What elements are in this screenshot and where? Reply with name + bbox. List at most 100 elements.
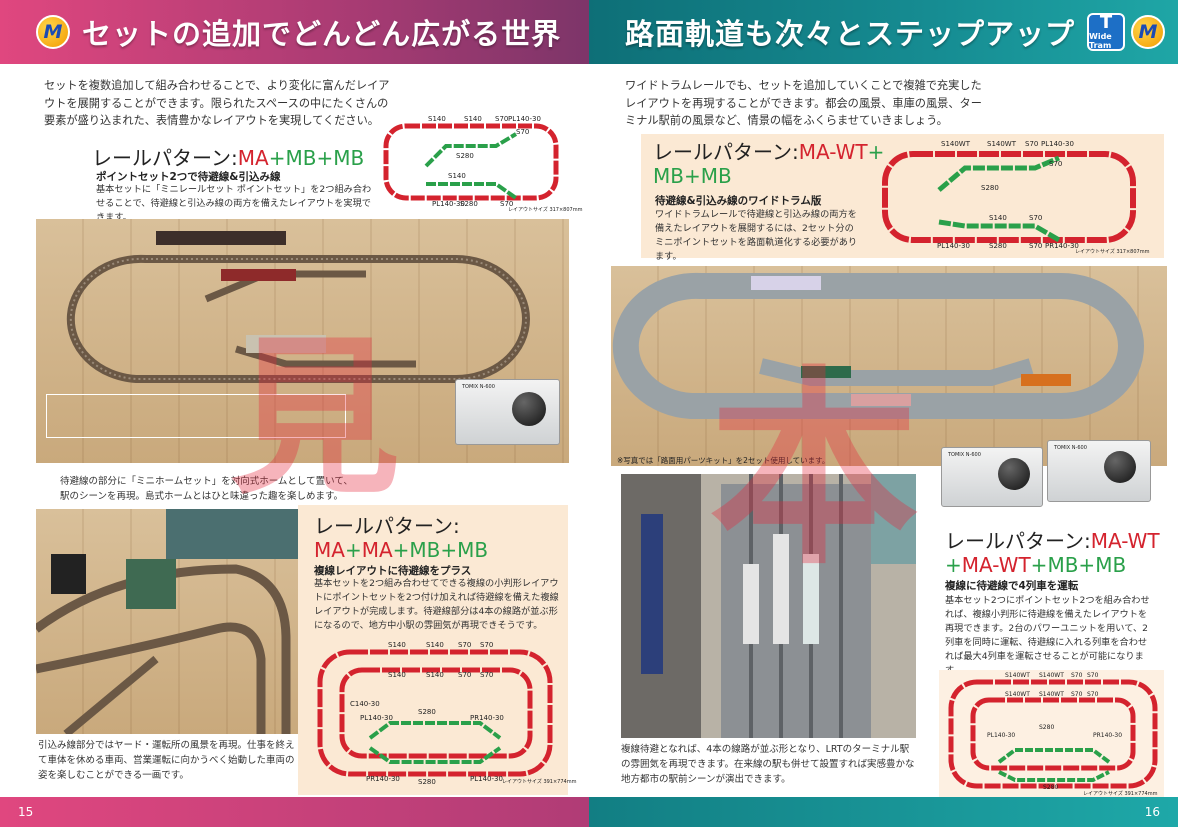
left-diagram2: S140 S140 S70 S70 S140 S140 S70 S70 C140…	[310, 638, 576, 788]
diagram-label: PL140-30	[987, 732, 1016, 739]
right-pattern1-body: ワイドトラムレールで待避線と引込み線の両方を備えたレイアウトを展開するには、2セ…	[655, 209, 858, 262]
diagram-label: S140	[989, 214, 1007, 222]
diagram-label: S140WT	[1005, 691, 1030, 698]
diagram-label: PR140-30	[1045, 242, 1079, 250]
controller-brand: TOMIX N-600	[1054, 445, 1087, 451]
diagram-size: レイアウトサイズ 317×807mm	[1075, 249, 1150, 255]
right-photo1: ※写真では「路面用パーツキット」を2セット使用しています。	[611, 266, 1167, 466]
left-footer: 15	[0, 797, 589, 827]
diagram-label: S70	[458, 671, 472, 679]
left-intro-text: セットを複数追加して組み合わせることで、より変化に富んだレイアウトを展開すること…	[44, 79, 390, 127]
left-photo2-track-svg	[36, 509, 298, 734]
right-footer: 16	[589, 797, 1178, 827]
diagram-label: PL140-30	[360, 714, 393, 722]
diagram-label: S70	[516, 128, 530, 136]
right-header-title: 路面軌道も次々とステップアップ	[625, 17, 1076, 51]
diagram-label: S280	[456, 152, 474, 160]
diagram-label: S70	[480, 671, 494, 679]
diagram-label: PL140-30	[1041, 140, 1074, 148]
left-photo2-caption: 引込み線部分ではヤード・運転所の風景を再現。仕事を終えて車体を休める車両、営業運…	[38, 740, 295, 781]
page-number: 16	[1144, 805, 1160, 819]
diagram-label: PR140-30	[1093, 732, 1123, 739]
diagram-label: PL140-30	[470, 775, 503, 783]
diagram-label: S70	[480, 641, 494, 649]
left-diagram1-svg	[383, 123, 559, 201]
left-pattern1-title: レールパターン:MA+MB+MB	[92, 146, 365, 170]
controller-brand: TOMIX N-600	[462, 384, 495, 390]
diagram-label: S70	[1025, 140, 1039, 148]
controller-knob-icon	[1104, 451, 1136, 483]
diagram-label: PL140-30	[432, 200, 465, 208]
right-pattern2-title: レールパターン:MA-WT +MA-WT+MB+MB	[945, 529, 1160, 577]
power-unit-2: TOMIX N-600	[1047, 440, 1151, 502]
diagram-label: S140	[426, 671, 444, 679]
diagram-label: PR140-30	[366, 775, 400, 783]
diagram-label: S70	[1071, 672, 1083, 679]
diagram-label: S140WT	[941, 140, 971, 148]
left-pattern2-subtitle: 複線レイアウトに待避線をプラス	[314, 565, 472, 577]
left-page: M セットの追加でどんどん広がる世界 セットを複数追加して組み合わせることで、よ…	[0, 0, 589, 827]
diagram-label: S140WT	[1039, 672, 1064, 679]
diagram-label: S70	[1087, 672, 1099, 679]
left-photo1: TOMIX N-600	[36, 219, 569, 463]
right-pattern2-body: 基本セット2つにポイントセット2つを組み合わせれば、複線小判形に待避線を備えたレ…	[945, 595, 1150, 676]
diagram-label: S70	[458, 641, 472, 649]
left-header-title: セットの追加でどんどん広がる世界	[82, 17, 562, 51]
right-photo1-track-svg	[612, 272, 1144, 419]
diagram-label: S280	[418, 708, 436, 716]
diagram-label: S280	[1043, 784, 1059, 791]
diagram-label: S70	[1029, 242, 1043, 250]
diagram-label: S280	[418, 778, 436, 786]
right-pattern2-subtitle: 複線に待避線で4列車を運転	[945, 580, 1079, 592]
page-number: 15	[18, 805, 34, 819]
right-pattern1-title: レールパターン:MA-WT+ MB+MB	[653, 140, 885, 188]
m-logo-icon: M	[36, 15, 70, 49]
left-photo2	[36, 509, 298, 734]
diagram-label: S140	[464, 115, 482, 123]
right-intro-text: ワイドトラムレールでも、セットを追加していくことで複雑で充実したレイアウトを再現…	[625, 79, 982, 127]
right-photo2	[621, 474, 916, 738]
diagram-label: C140-30	[350, 700, 380, 708]
diagram-label: S70	[1071, 691, 1083, 698]
left-pattern2-body: 基本セットを2つ組み合わせてできる複線の小判形レイアウトにポイントセットを2つ付…	[314, 578, 559, 631]
controller-knob-icon	[998, 458, 1030, 490]
diagram-label: PL140-30	[937, 242, 970, 250]
diagram-label: PL140-30	[508, 115, 541, 123]
controller-brand: TOMIX N-600	[948, 452, 981, 458]
right-photo2-track-svg	[621, 474, 916, 738]
right-pattern1-subtitle: 待避線&引込み線のワイドトラム版	[655, 195, 822, 207]
diagram-label: S140WT	[987, 140, 1017, 148]
diagram-label: S280	[989, 242, 1007, 250]
left-diagram1: S140 S140 S70 PL140-30 S70 S280 S140 S28…	[376, 112, 582, 213]
diagram-size: レイアウトサイズ 391×774mm	[502, 779, 577, 785]
left-photo1-caption: 待避線の部分に「ミニホームセット」を対向式ホームとして置いて、駅のシーンを再現。…	[60, 476, 353, 502]
diagram-label: S140	[428, 115, 446, 123]
diagram-label: PR140-30	[470, 714, 504, 722]
diagram-label: S280	[1039, 724, 1055, 731]
right-diagram2-svg	[948, 679, 1158, 789]
diagram-label: S140WT	[1005, 672, 1030, 679]
left-pattern1-body: 基本セットに「ミニレールセット ポイントセット」を2つ組み合わせることで、待避線…	[96, 184, 372, 223]
diagram-label: S140	[426, 641, 444, 649]
diagram-size: レイアウトサイズ 391×774mm	[1083, 791, 1158, 797]
diagram-label: S70	[1029, 214, 1043, 222]
left-pattern2-title: レールパターン: MA+MA+MB+MB	[314, 514, 489, 562]
diagram-size: レイアウトサイズ 317×807mm	[508, 207, 583, 213]
diagram-label: S70	[1049, 160, 1063, 168]
left-pattern1-subtitle: ポイントセット2つで待避線&引込み線	[96, 171, 281, 183]
right-diagram1-svg	[882, 151, 1136, 243]
right-diagram2: S140WT S140WT S70 S70 S140WT S140WT S70 …	[943, 672, 1163, 797]
diagram-label: S70	[500, 200, 514, 208]
right-photo2-caption: 複線待避となれば、4本の線路が並ぶ形となり、LRTのターミナル駅の雰囲気を再現で…	[621, 744, 915, 785]
left-header: M セットの追加でどんどん広がる世界	[0, 0, 589, 64]
diagram-label: S140WT	[1039, 691, 1064, 698]
right-diagram2-panel	[939, 670, 1164, 798]
diagram-label: S280	[460, 200, 478, 208]
controller-knob-icon	[512, 392, 546, 426]
left-diagram2-svg	[317, 649, 553, 777]
diagram-label: S140	[388, 641, 406, 649]
diagram-label: S70	[1087, 691, 1099, 698]
